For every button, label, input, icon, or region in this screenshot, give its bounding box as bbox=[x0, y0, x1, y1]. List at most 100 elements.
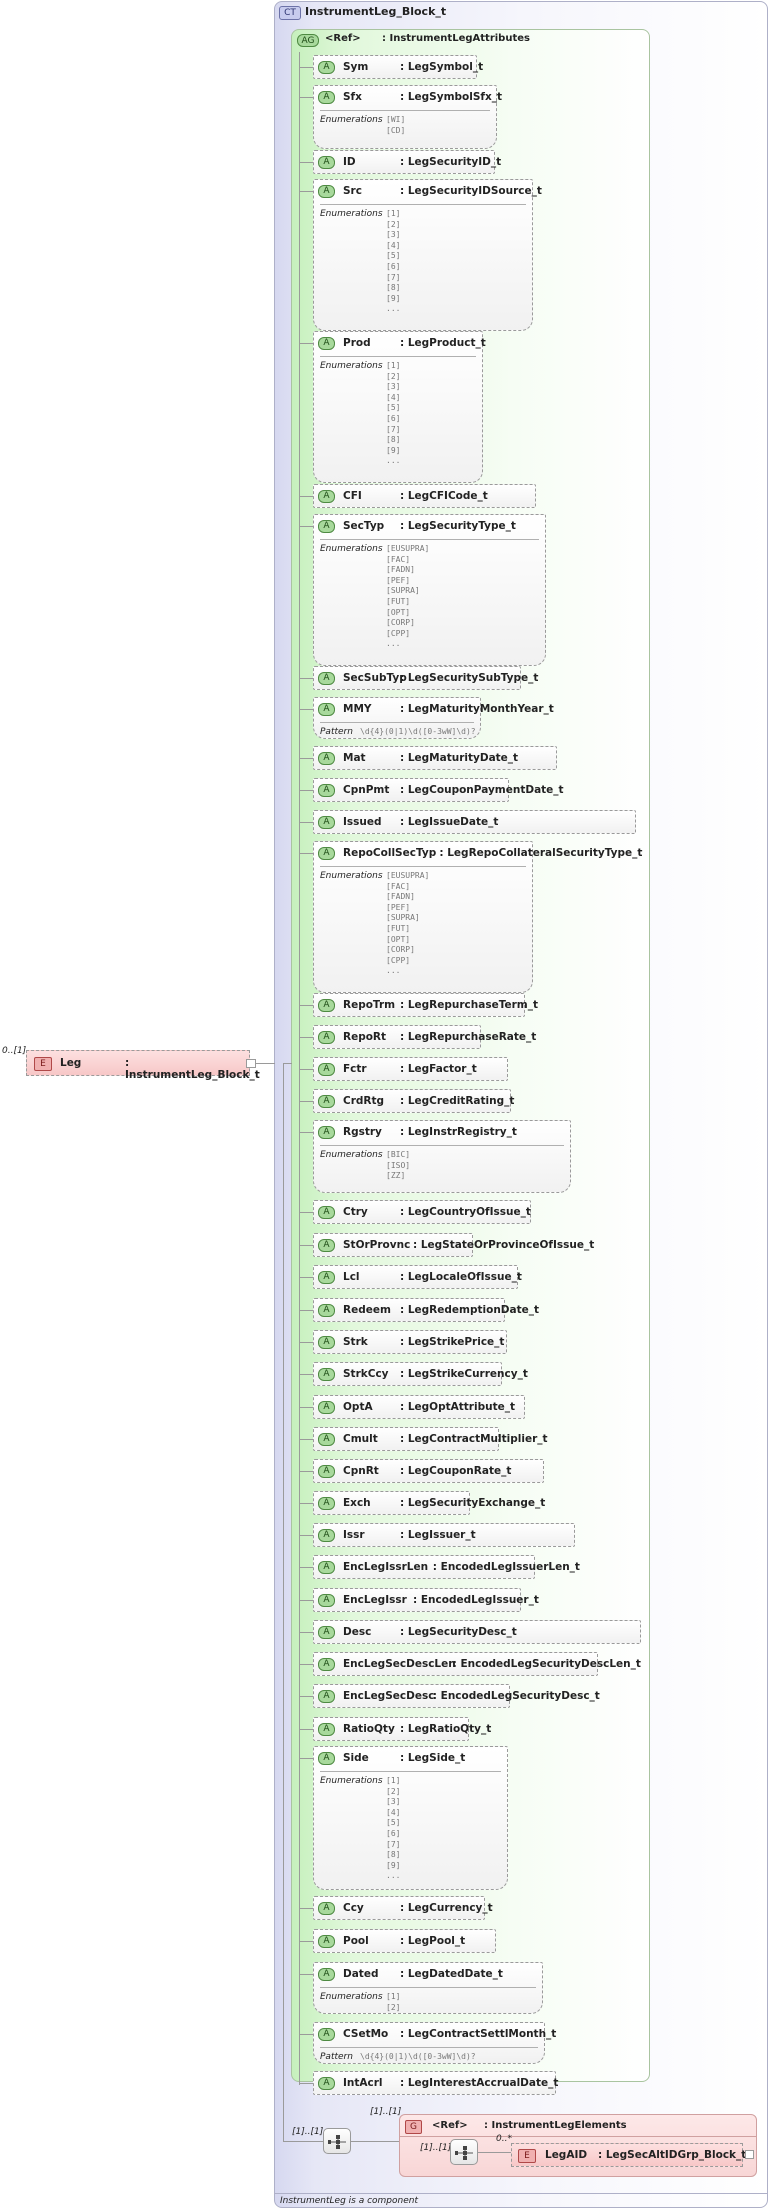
attribute-badge: A bbox=[318, 337, 335, 350]
attribute-name: Mat bbox=[343, 752, 366, 764]
enumeration-value: [CORP] bbox=[386, 945, 415, 955]
attribute-name: CFI bbox=[343, 490, 362, 502]
attribute-badge: A bbox=[318, 784, 335, 797]
attribute-name: Lcl bbox=[343, 1271, 360, 1283]
attribute-type: : LegIssuer_t bbox=[400, 1529, 476, 1541]
complex-type-footer: InstrumentLeg is a component bbox=[280, 2196, 418, 2206]
attribute-name: Src bbox=[343, 185, 362, 197]
attribute-name: EncLegIssrLen bbox=[343, 1561, 429, 1573]
enumeration-value: [FAC] bbox=[386, 554, 411, 564]
attribute-name: IntAcrl bbox=[343, 2077, 383, 2089]
attribute-connector bbox=[299, 1941, 313, 1942]
enumeration-values: [EUSUPRA][FAC][FADN][PEF][SUPRA][FUT][OP… bbox=[386, 544, 429, 650]
attribute-type: : LegProduct_t bbox=[400, 337, 486, 349]
inner-sequence-compositor[interactable] bbox=[450, 2139, 478, 2165]
attribute-connector bbox=[299, 526, 313, 527]
leg-expand-toggle[interactable] bbox=[246, 1059, 256, 1068]
sequence-icon bbox=[455, 2146, 473, 2160]
inner-seq-connector bbox=[478, 2152, 511, 2153]
leg-element[interactable]: E Leg : InstrumentLeg_Block_t bbox=[26, 1050, 260, 1081]
attribute-name: Cmult bbox=[343, 1433, 378, 1445]
enumeration-value: [OPT] bbox=[386, 607, 411, 617]
attribute-name: Issued bbox=[343, 816, 382, 828]
attribute-name: SecSubTyp bbox=[343, 672, 407, 684]
attribute-type: : LegStrikeCurrency_t bbox=[400, 1368, 528, 1380]
attribute-name: Pool bbox=[343, 1935, 369, 1947]
legaid-expand-toggle[interactable] bbox=[745, 2150, 754, 2159]
attribute-name: CSetMo bbox=[343, 2028, 389, 2040]
attribute-type: : LegSide_t bbox=[400, 1752, 466, 1764]
attribute-connector bbox=[299, 678, 313, 679]
enumerations-label: Enumerations bbox=[320, 544, 383, 554]
attribute-name: CpnRt bbox=[343, 1465, 379, 1477]
attribute-ratioqty[interactable]: A RatioQty : LegRatioQty_t bbox=[313, 1717, 491, 1741]
enumeration-value: [6] bbox=[386, 413, 401, 423]
attribute-type: : EncodedLegSecurityDescLen_t bbox=[452, 1658, 641, 1670]
enumeration-value: [3] bbox=[386, 1797, 401, 1807]
attribute-connector bbox=[299, 1664, 313, 1665]
attribute-badge: A bbox=[318, 1723, 335, 1736]
attribute-badge: A bbox=[318, 1594, 335, 1607]
enumeration-value: [4] bbox=[386, 1807, 401, 1817]
attribute-type: : LegStateOrProvinceOfIssue_t bbox=[413, 1239, 595, 1251]
attribute-connector bbox=[299, 1758, 313, 1759]
enumeration-value: [9] bbox=[386, 1860, 401, 1870]
attribute-type: : LegRatioQty_t bbox=[400, 1723, 492, 1735]
attribute-type: : LegContractSettlMonth_t bbox=[400, 2028, 557, 2040]
attribute-name: EncLegSecDescLen bbox=[343, 1658, 456, 1670]
attribute-badge: A bbox=[318, 1690, 335, 1703]
leg-element-type: : InstrumentLeg_Block_t bbox=[125, 1057, 260, 1081]
attribute-name: StOrProvnc bbox=[343, 1239, 411, 1251]
attribute-badge: A bbox=[318, 1626, 335, 1639]
enumeration-values: [WI][CD] bbox=[386, 115, 405, 136]
attribute-name: RepoTrm bbox=[343, 999, 396, 1011]
attribute-type: : LegMaturityMonthYear_t bbox=[400, 703, 554, 715]
legaid-element[interactable]: E LegAID : LegSecAltIDGrp_Block_t bbox=[511, 2143, 746, 2167]
attribute-name: RatioQty bbox=[343, 1723, 395, 1735]
pattern-label: Pattern bbox=[320, 727, 353, 737]
sequence-compositor[interactable] bbox=[323, 2128, 351, 2154]
facet-divider bbox=[320, 356, 476, 357]
enumeration-value: [SUPRA] bbox=[386, 913, 420, 923]
